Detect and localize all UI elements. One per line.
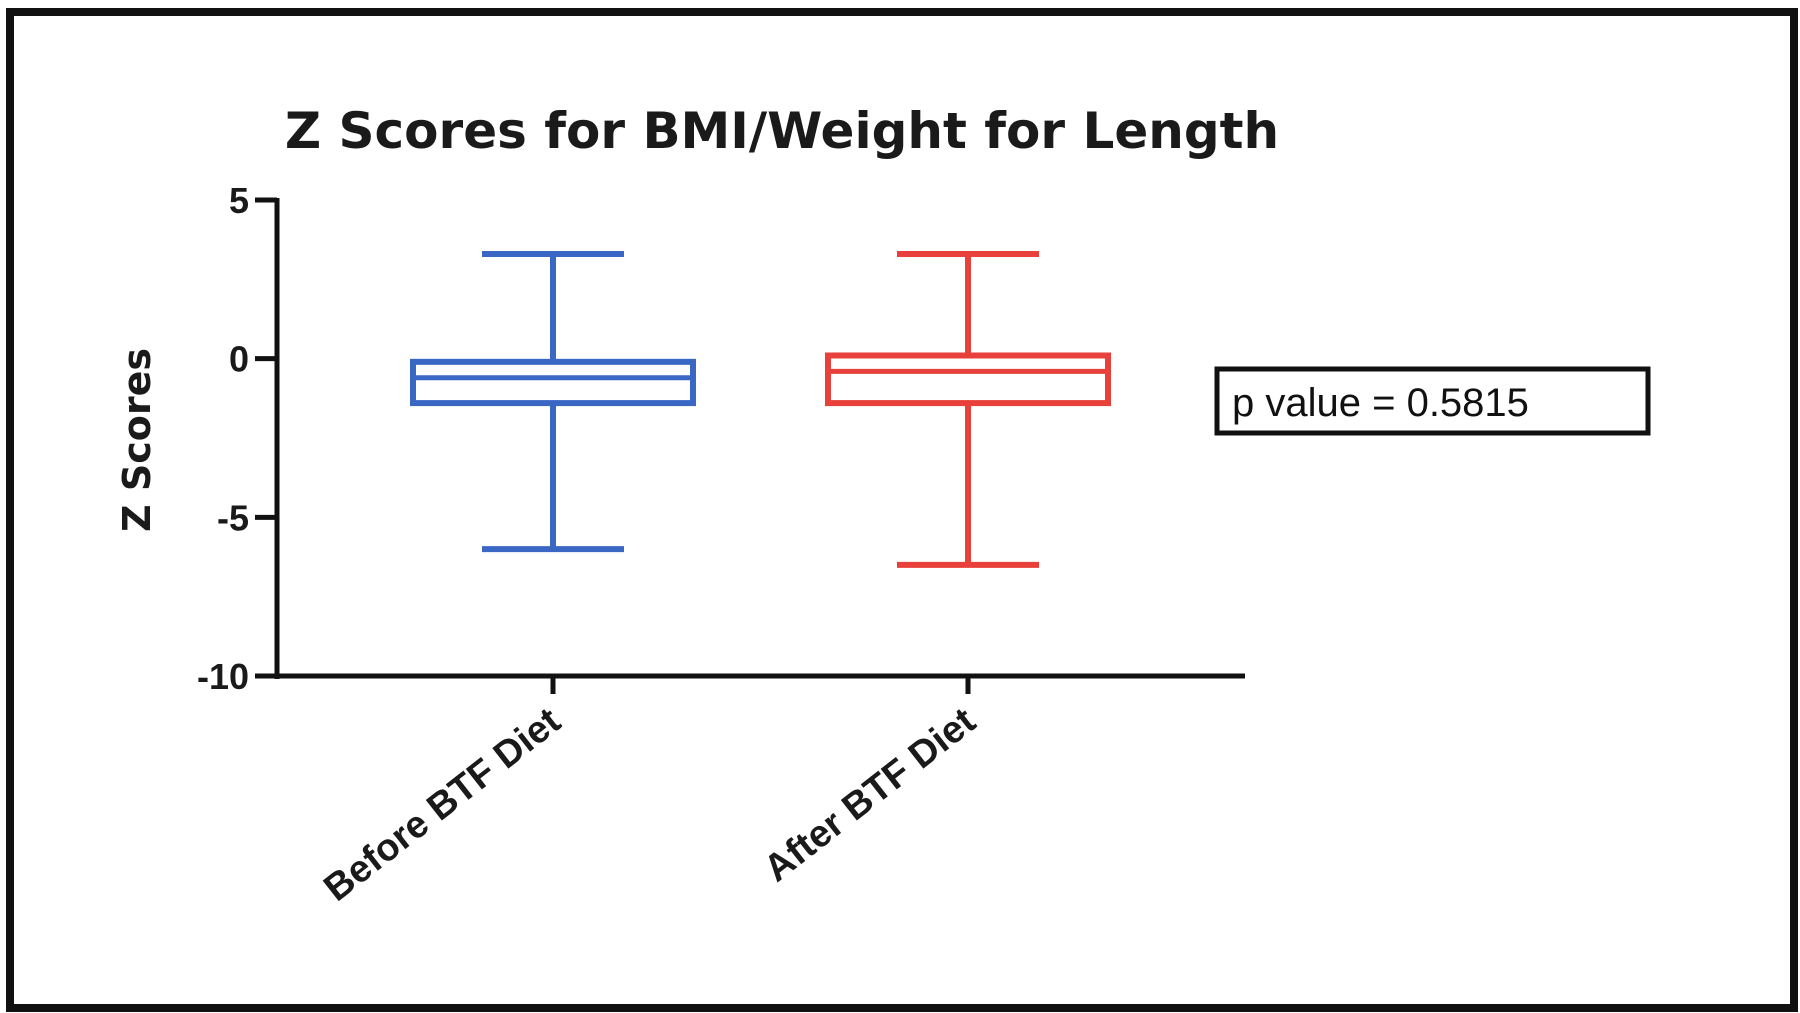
y-tick-label: 5 <box>229 180 249 221</box>
p-value-annotation: p value = 0.5815 <box>1232 381 1529 425</box>
box-plot-1 <box>410 250 696 553</box>
p-value-box <box>1214 366 1651 436</box>
iqr-box <box>410 358 696 407</box>
y-tick-label: 0 <box>229 339 249 380</box>
y-tick-label: -5 <box>217 497 249 538</box>
annotations: p value = 0.5815 <box>1214 366 1651 436</box>
x-tick-label: After BTF Diet <box>756 700 983 891</box>
box-plots <box>410 250 1111 568</box>
y-axis-label: Z Scores <box>115 348 159 532</box>
chart-title: Z Scores for BMI/Weight for Length <box>285 102 1279 160</box>
iqr-box <box>825 352 1111 407</box>
y-tick-label: -10 <box>197 656 249 697</box>
figure-frame <box>6 8 1798 1012</box>
x-tick-label: Before BTF Diet <box>316 700 568 910</box>
box-plot-2 <box>825 250 1111 568</box>
